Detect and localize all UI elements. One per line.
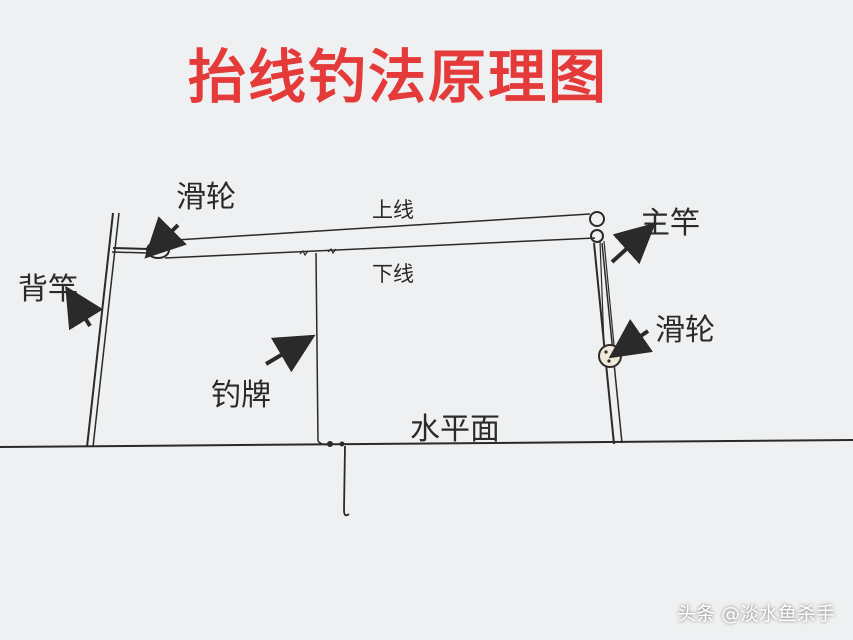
line-knot [327, 247, 337, 255]
arrow-pulley-right [608, 319, 653, 359]
right-pulley [598, 344, 622, 368]
float-knot [327, 441, 333, 447]
pulley-dot [604, 350, 608, 354]
back-rod-arm-edge [111, 251, 149, 254]
label-pulley-left: 滑轮 [176, 180, 236, 215]
label-lower-line: 下线 [372, 262, 414, 286]
arrow-back-rod [65, 285, 104, 331]
label-pulley-right: 滑轮 [655, 313, 715, 348]
upper-line [159, 213, 591, 242]
main-rod-edge [601, 242, 623, 444]
arrow-main-rod [610, 222, 656, 265]
pulley-dot [607, 359, 611, 363]
label-water-surface: 水平面 [410, 412, 500, 447]
line-knot [299, 249, 309, 257]
watermark: 头条 @淡水鱼杀手 [676, 603, 835, 625]
arrow-float-sign [264, 334, 316, 373]
main-rod-tip-ring [589, 211, 605, 227]
left-pulley [146, 241, 170, 259]
pulley-rope [603, 240, 615, 346]
lower-line [164, 237, 596, 259]
float-knot [339, 441, 345, 447]
back-rod [86, 212, 114, 448]
float-sign-line [315, 252, 319, 442]
pulley-dot [611, 353, 615, 357]
label-main-rod: 主竿 [640, 206, 700, 241]
back-rod-arm [112, 247, 149, 250]
label-back-rod: 背竿 [18, 272, 78, 307]
arrow-pulley-left [144, 216, 187, 259]
pulley-rope [599, 240, 605, 346]
main-rod-tip-ring [590, 229, 604, 243]
fish-hook [343, 445, 350, 517]
water-surface-line [0, 439, 853, 448]
diagram-title: 抬线钓法原理图 [188, 43, 609, 111]
label-upper-line: 上线 [372, 198, 414, 222]
label-float-sign: 钓牌 [211, 378, 271, 413]
